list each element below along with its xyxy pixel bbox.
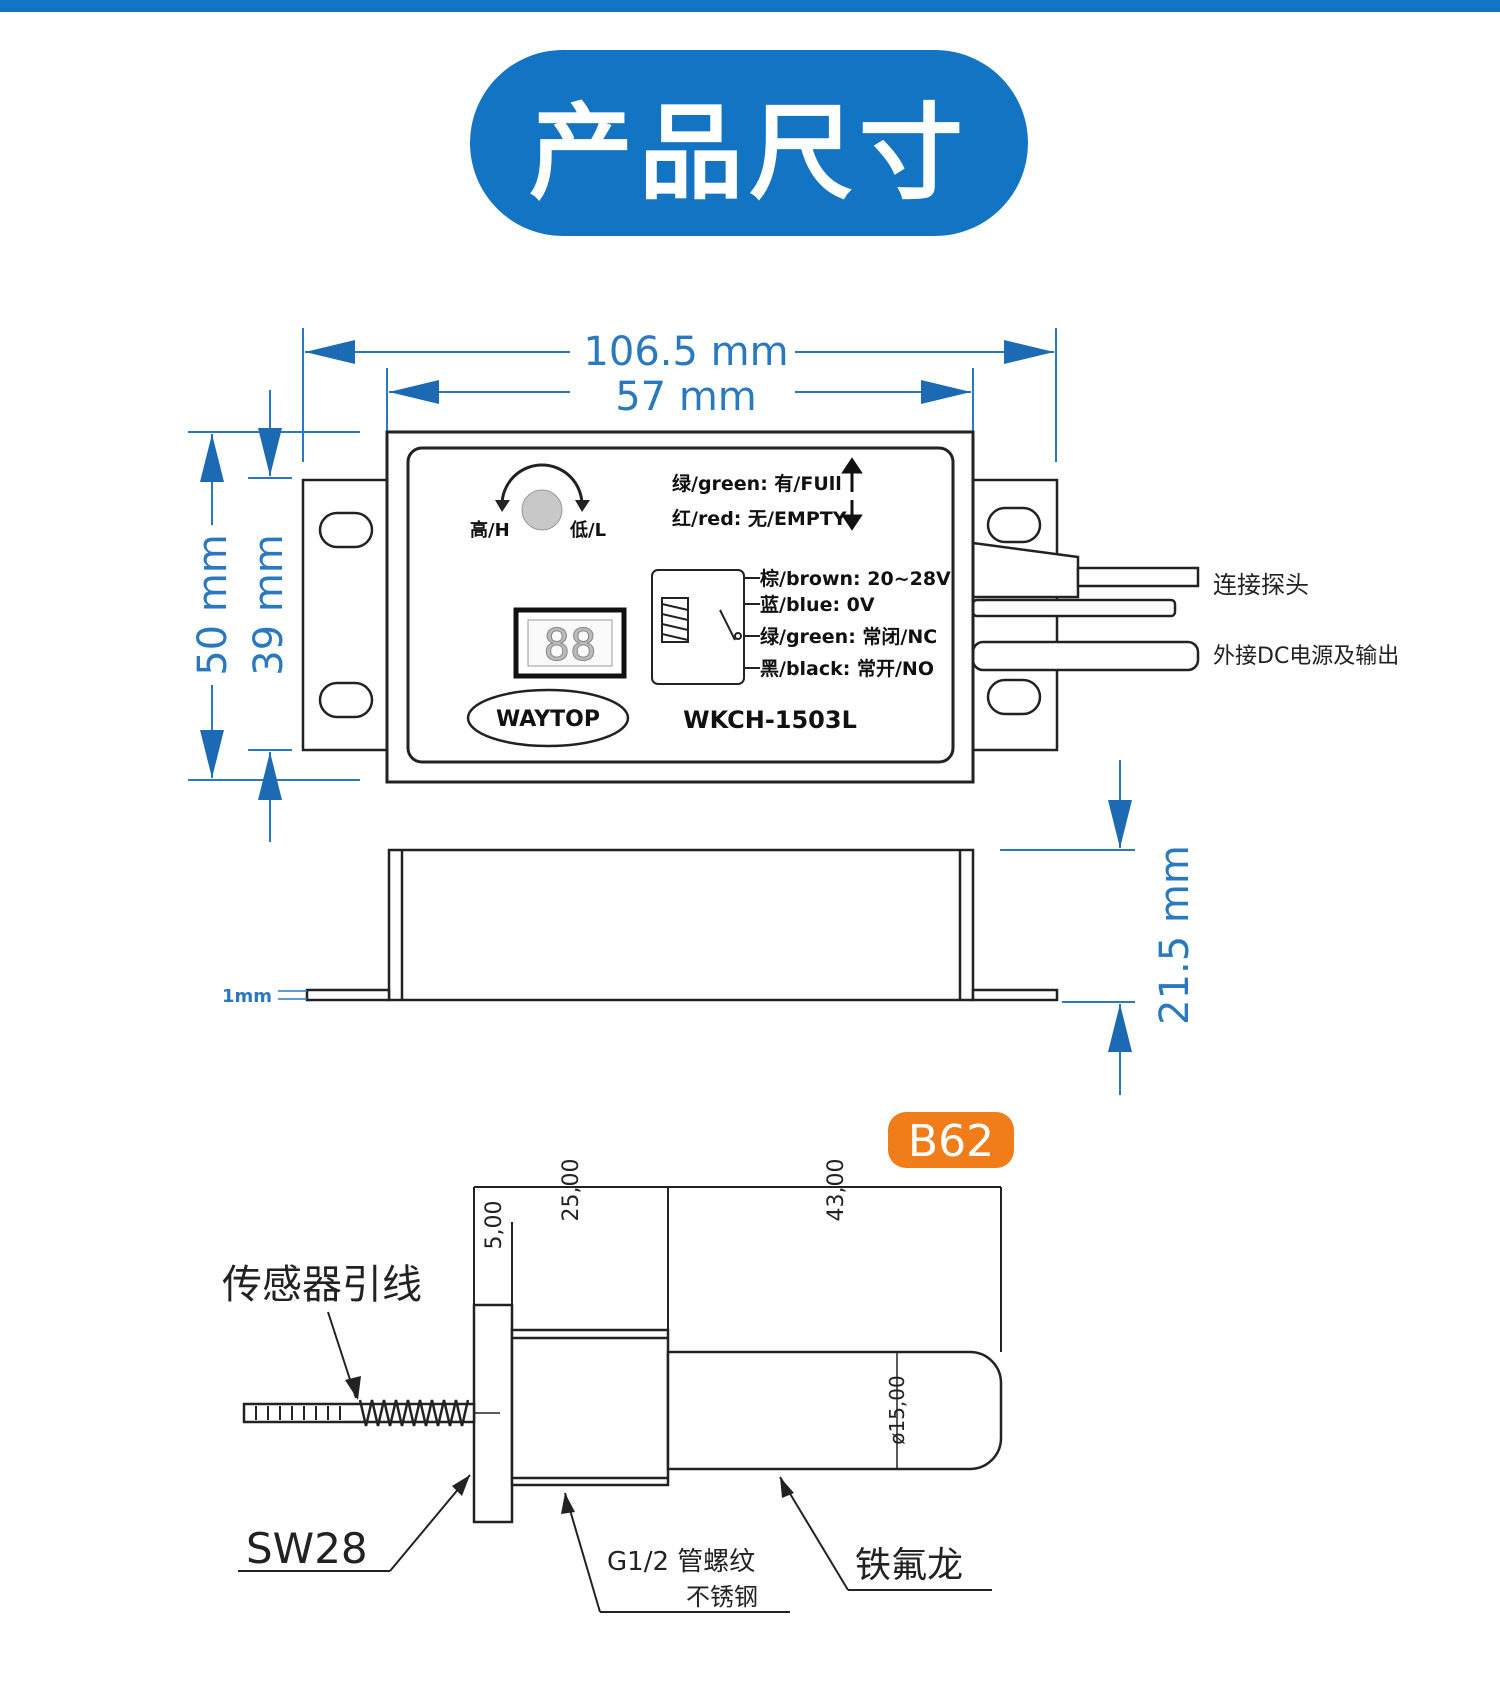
hex-size-label: SW28	[246, 1524, 368, 1573]
total-length-label: 43,00	[824, 1159, 849, 1222]
led-green-label: 绿/green: 有/FUll	[672, 472, 842, 495]
depth-arrows	[1108, 800, 1132, 1052]
flange-thickness-label: 1mm	[222, 986, 272, 1007]
waytop-logo	[466, 688, 630, 748]
cables	[971, 541, 1200, 672]
sensitivity-knob	[495, 463, 590, 531]
thread-type-label: G1/2 管螺纹	[607, 1547, 755, 1577]
b62-badge-label: B62	[908, 1116, 994, 1167]
knob-low-label: 低/L	[569, 519, 606, 541]
b62-badge	[888, 1112, 1014, 1168]
thread-material-label: 不锈钢	[686, 1583, 758, 1611]
side-view-housing	[305, 848, 1059, 1002]
page-title: 产品尺寸	[470, 50, 1028, 236]
diameter-label: ø15,00	[885, 1375, 909, 1445]
digital-display	[513, 607, 627, 679]
wire-brown-label: 棕/brown: 20~28V	[760, 567, 951, 590]
height-arrows	[200, 428, 282, 800]
knob-high-label: 高/H	[470, 519, 510, 541]
probe-cable-label: 连接探头	[1213, 571, 1309, 599]
ptfe-label: 铁氟龙	[855, 1545, 963, 1586]
thread-length-label: 25,00	[559, 1159, 584, 1222]
top-accent-bar	[0, 0, 1500, 12]
mounting-flange-left	[301, 478, 391, 752]
display-digits: 88	[544, 620, 597, 671]
relay-symbol	[651, 569, 760, 685]
model-label: WKCH-1503L	[683, 706, 857, 734]
probe-outline	[242, 1186, 1003, 1524]
body-width-label: 57 mm	[615, 374, 757, 420]
wire-green-label: 绿/green: 常闭/NC	[760, 625, 937, 648]
overall-height-label: 50 mm	[190, 534, 236, 676]
flange-thickness-dimension	[278, 990, 307, 1000]
leader-arrows	[345, 1376, 794, 1514]
width-arrows	[305, 340, 1054, 404]
wire-black-label: 黑/black: 常开/NO	[760, 657, 934, 680]
power-cable-label: 外接DC电源及输出	[1213, 644, 1399, 669]
leader-lines	[238, 1311, 992, 1613]
wire-blue-label: 蓝/blue: 0V	[760, 593, 875, 616]
led-red-label: 红/red: 无/EMPTY	[672, 507, 847, 530]
flange-length-label: 5,00	[482, 1201, 507, 1250]
panel-height-label: 39 mm	[246, 534, 292, 676]
depth-label: 21.5 mm	[1152, 845, 1198, 1025]
lead-wire-spring	[255, 1399, 470, 1427]
brand-label: WAYTOP	[496, 707, 600, 732]
overall-width-label: 106.5 mm	[583, 329, 788, 375]
level-arrows	[841, 457, 863, 531]
sensor-lead-label: 传感器引线	[222, 1262, 422, 1308]
